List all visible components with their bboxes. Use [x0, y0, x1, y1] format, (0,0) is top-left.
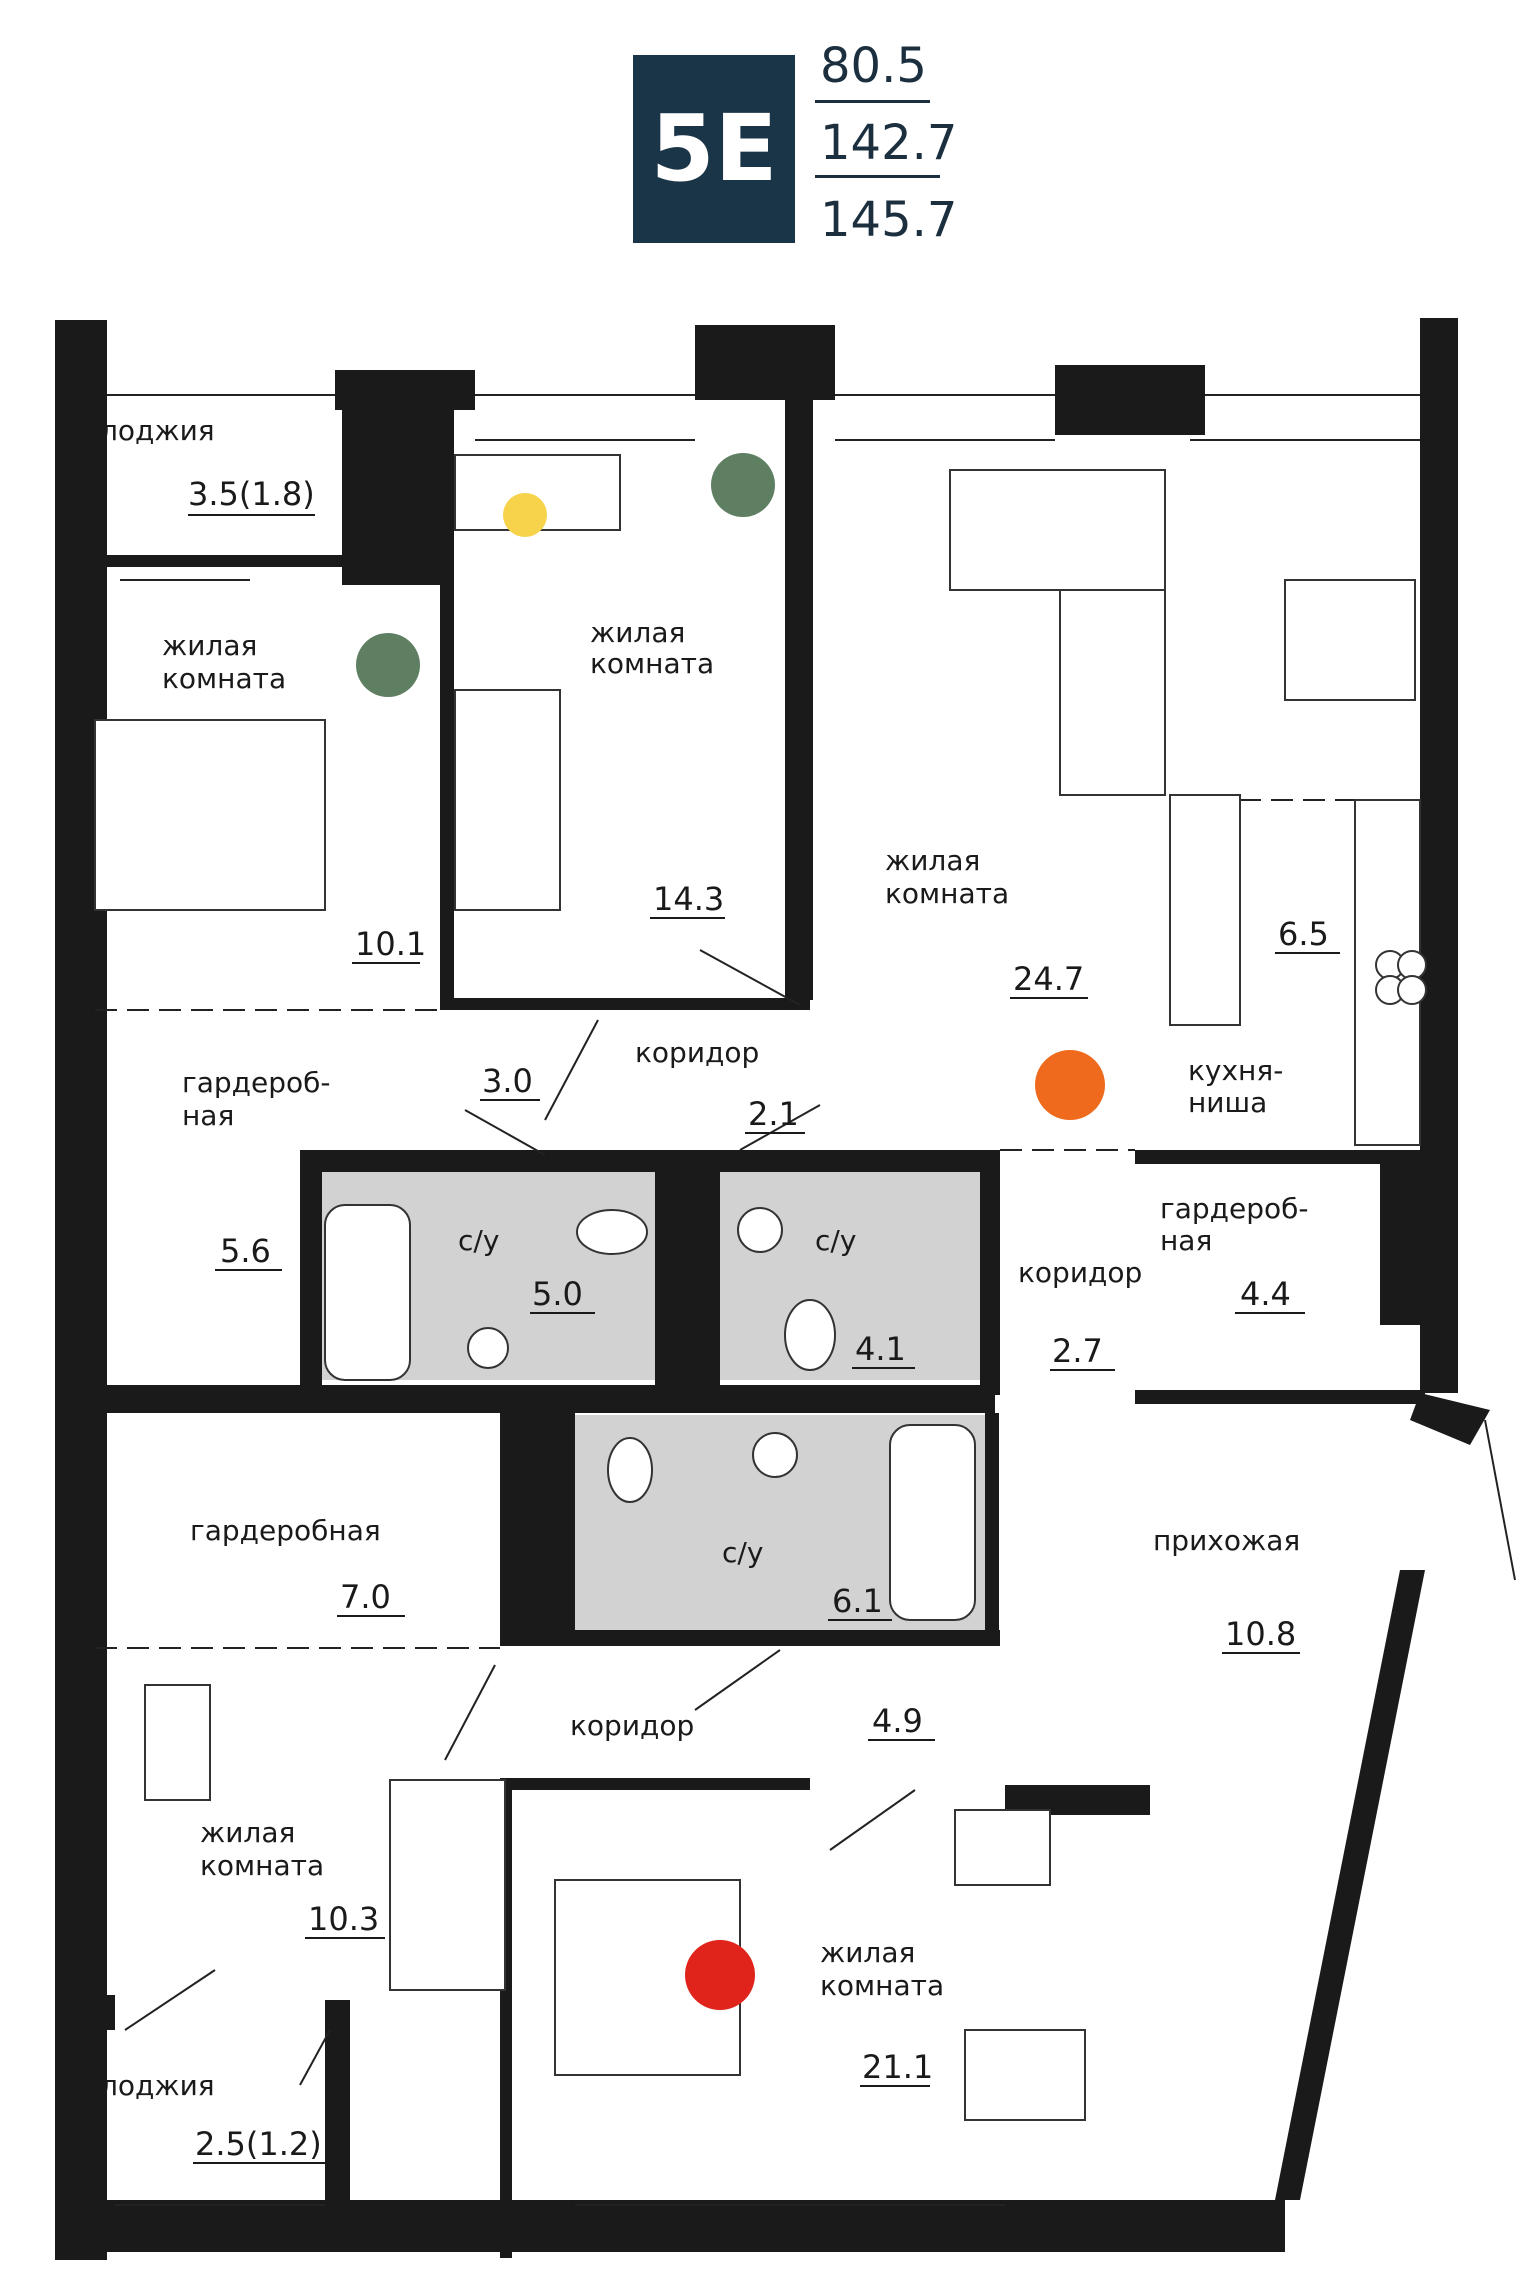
dining-table [1284, 579, 1416, 701]
room-name: с/у [722, 1536, 763, 1569]
room-name: жилая [590, 616, 685, 649]
room-name: ная [1160, 1224, 1212, 1257]
room-area: 2.1 [748, 1095, 799, 1133]
person-icon [503, 493, 547, 537]
walls [55, 318, 1490, 2260]
room-name: лоджия [100, 2069, 215, 2102]
room-area: 3.5(1.8) [188, 475, 315, 513]
room-name: жилая [162, 629, 257, 662]
room-labels: лоджия 3.5(1.8) жилая комната 10.1 жилая… [100, 414, 1329, 2163]
room-name: комната [590, 647, 714, 680]
windows [107, 394, 1420, 2206]
total-area-value: 142.7 [820, 115, 958, 171]
room-name: жилая [200, 1816, 295, 1849]
desk-1 [454, 454, 621, 531]
toilet-2 [784, 1299, 836, 1371]
desk-4 [964, 2029, 1086, 2121]
room-name: комната [162, 662, 286, 695]
room-name: комната [200, 1849, 324, 1882]
total-area-with-balconies-value: 145.7 [820, 192, 958, 248]
room-area: 6.1 [832, 1582, 883, 1620]
toilet-3 [607, 1437, 653, 1503]
room-name: кухня- [1188, 1054, 1283, 1087]
room-area: 4.4 [1240, 1275, 1291, 1313]
unit-code-badge: 5E [633, 55, 795, 243]
room-name: гардеробная [190, 1514, 381, 1547]
room-area: 2.7 [1052, 1332, 1103, 1370]
room-area: 5.6 [220, 1232, 271, 1270]
sofa-chaise [1059, 589, 1166, 796]
unit-header: 5E 80.5 142.7 145.7 [0, 0, 1535, 260]
sofa-1 [454, 689, 561, 911]
sink-1 [467, 1327, 509, 1369]
bath-2-floor [720, 1170, 985, 1380]
living-area-underline [815, 100, 930, 103]
plant-icon [356, 633, 420, 697]
room-area: 24.7 [1013, 960, 1084, 998]
living-area-value: 80.5 [820, 38, 927, 94]
furniture [94, 454, 1427, 2121]
room-name: коридор [1018, 1256, 1142, 1289]
plant-icon [711, 453, 775, 517]
sofa-living [949, 469, 1166, 591]
desk-3 [144, 1684, 211, 1801]
door-swings [124, 949, 1516, 2086]
room-area: 4.9 [872, 1702, 923, 1740]
bed-1 [94, 719, 326, 911]
room-name: с/у [815, 1224, 856, 1257]
room-area: 6.5 [1278, 915, 1329, 953]
room-area: 4.1 [855, 1330, 906, 1368]
room-area: 10.3 [308, 1900, 379, 1938]
bathtub-1 [324, 1204, 411, 1381]
island [1169, 794, 1241, 1026]
room-area: 10.1 [355, 925, 426, 963]
room-name: ная [182, 1099, 234, 1132]
room-area: 5.0 [532, 1275, 583, 1313]
room-name: жилая [885, 844, 980, 877]
room-name: коридор [635, 1036, 759, 1069]
person-icon [685, 1940, 755, 2010]
decor [356, 453, 1105, 2010]
room-area: 7.0 [340, 1578, 391, 1616]
bathtub-3 [889, 1424, 976, 1621]
room-name: прихожая [1153, 1524, 1300, 1557]
room-area: 21.1 [862, 2048, 933, 2086]
room-area: 14.3 [653, 880, 724, 918]
room-area: 2.5(1.2) [195, 2125, 322, 2163]
sofa-3 [389, 1779, 506, 1991]
sink-3 [752, 1432, 798, 1478]
toilet-1 [576, 1209, 648, 1255]
room-name: коридор [570, 1709, 694, 1742]
room-name: комната [820, 1969, 944, 2002]
total-area-underline [815, 175, 940, 178]
room-name: жилая [820, 1936, 915, 1969]
area-underlines [188, 514, 1340, 2164]
room-name: комната [885, 877, 1009, 910]
room-area: 10.8 [1225, 1615, 1296, 1653]
room-name: лоджия [100, 414, 215, 447]
room-area: 3.0 [482, 1062, 533, 1100]
armchair [954, 1809, 1051, 1886]
room-name: ниша [1188, 1086, 1267, 1119]
room-name: гардероб- [182, 1066, 331, 1099]
room-name: с/у [458, 1224, 499, 1257]
sink-2 [737, 1207, 783, 1253]
room-name: гардероб- [1160, 1192, 1309, 1225]
person-icon [1035, 1050, 1105, 1120]
